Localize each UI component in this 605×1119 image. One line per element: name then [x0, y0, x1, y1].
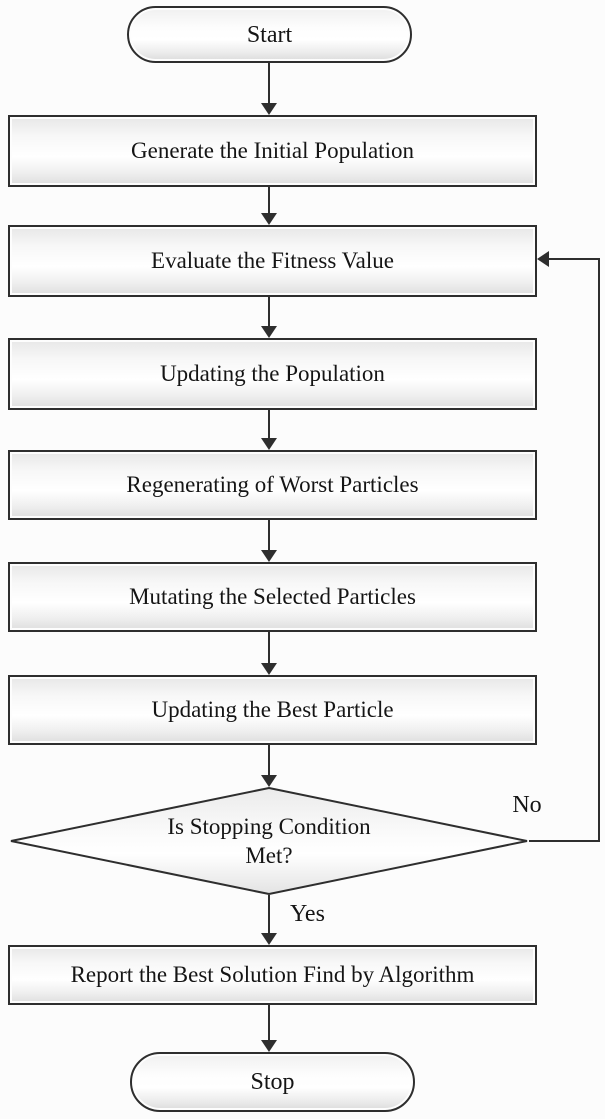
node-decision-stopping-condition: Is Stopping Condition Met?: [9, 787, 529, 895]
arrowhead-down-icon: [261, 933, 277, 945]
decision-label-line1: Is Stopping Condition: [167, 813, 371, 839]
node-stop: Stop: [130, 1052, 415, 1112]
edge-label-yes: Yes: [290, 901, 325, 927]
arrowhead-down-icon: [261, 213, 277, 225]
edge-no-vertical-line: [598, 258, 600, 842]
edge-no-horizontal-top-line: [549, 258, 600, 260]
node-evaluate-label: Evaluate the Fitness Value: [151, 247, 394, 273]
node-updatepop-label: Updating the Population: [160, 360, 385, 386]
node-decision-label: Is Stopping Condition Met?: [9, 787, 529, 895]
node-report-label: Report the Best Solution Find by Algorit…: [70, 961, 475, 987]
edge-updatepop-regenerate-line: [268, 410, 270, 438]
edge-yes-line: [268, 895, 270, 933]
edge-generate-evaluate-line: [268, 187, 270, 213]
edge-evaluate-updatepop-line: [268, 297, 270, 326]
decision-diamond-shape: [10, 787, 528, 895]
arrowhead-down-icon: [261, 438, 277, 450]
node-mutating-selected-particles: Mutating the Selected Particles: [8, 562, 537, 632]
edge-label-no: No: [512, 792, 542, 818]
arrowhead-down-icon: [261, 326, 277, 338]
node-generate-label: Generate the Initial Population: [131, 137, 414, 163]
node-report-best-solution: Report the Best Solution Find by Algorit…: [8, 945, 537, 1005]
node-evaluate-fitness-value: Evaluate the Fitness Value: [8, 225, 537, 297]
edge-regenerate-mutate-line: [268, 520, 270, 550]
node-regenerating-worst-particles: Regenerating of Worst Particles: [8, 450, 537, 520]
node-stop-label: Stop: [250, 1069, 295, 1095]
arrowhead-down-icon: [261, 775, 277, 787]
node-regenerate-label: Regenerating of Worst Particles: [126, 471, 419, 497]
edge-mutate-updatebest-line: [268, 632, 270, 663]
arrowhead-down-icon: [261, 663, 277, 675]
node-updating-best-particle: Updating the Best Particle: [8, 675, 537, 745]
decision-label-line2: Met?: [245, 843, 293, 868]
node-updating-population: Updating the Population: [8, 338, 537, 410]
edge-start-generate-line: [268, 63, 270, 103]
arrowhead-down-icon: [261, 103, 277, 115]
edge-updatebest-decision-line: [268, 745, 270, 775]
node-updatebest-label: Updating the Best Particle: [151, 696, 394, 722]
arrowhead-down-icon: [261, 1040, 277, 1052]
arrowhead-down-icon: [261, 550, 277, 562]
node-generate-initial-population: Generate the Initial Population: [8, 115, 537, 187]
arrowhead-left-icon: [537, 251, 549, 267]
edge-report-stop-line: [268, 1005, 270, 1040]
node-start: Start: [127, 6, 412, 63]
edge-no-horizontal-bottom-line: [529, 840, 600, 842]
node-start-label: Start: [246, 21, 293, 48]
node-mutate-label: Mutating the Selected Particles: [129, 583, 416, 609]
